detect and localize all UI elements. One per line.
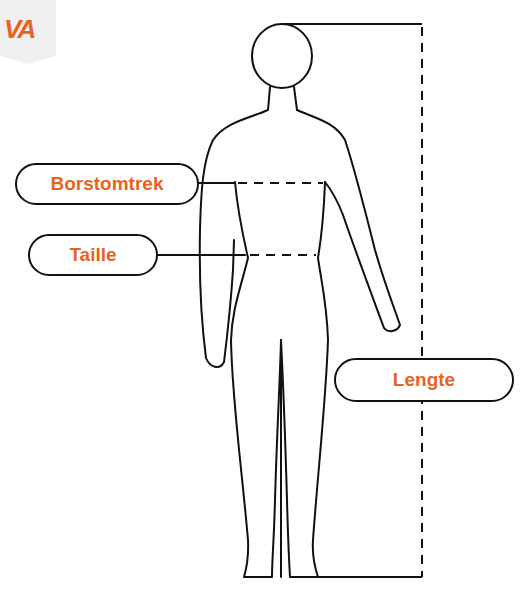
pill-text: Borstomtrek <box>51 173 164 195</box>
label-pill: Borstomtrek <box>15 163 199 205</box>
label-pill: Lengte <box>334 358 514 402</box>
pill-text: Lengte <box>393 369 455 391</box>
label-pill: Taille <box>28 234 158 276</box>
logo-background <box>0 0 56 64</box>
logo-text: VA <box>4 14 34 45</box>
pill-text: Taille <box>69 244 116 266</box>
